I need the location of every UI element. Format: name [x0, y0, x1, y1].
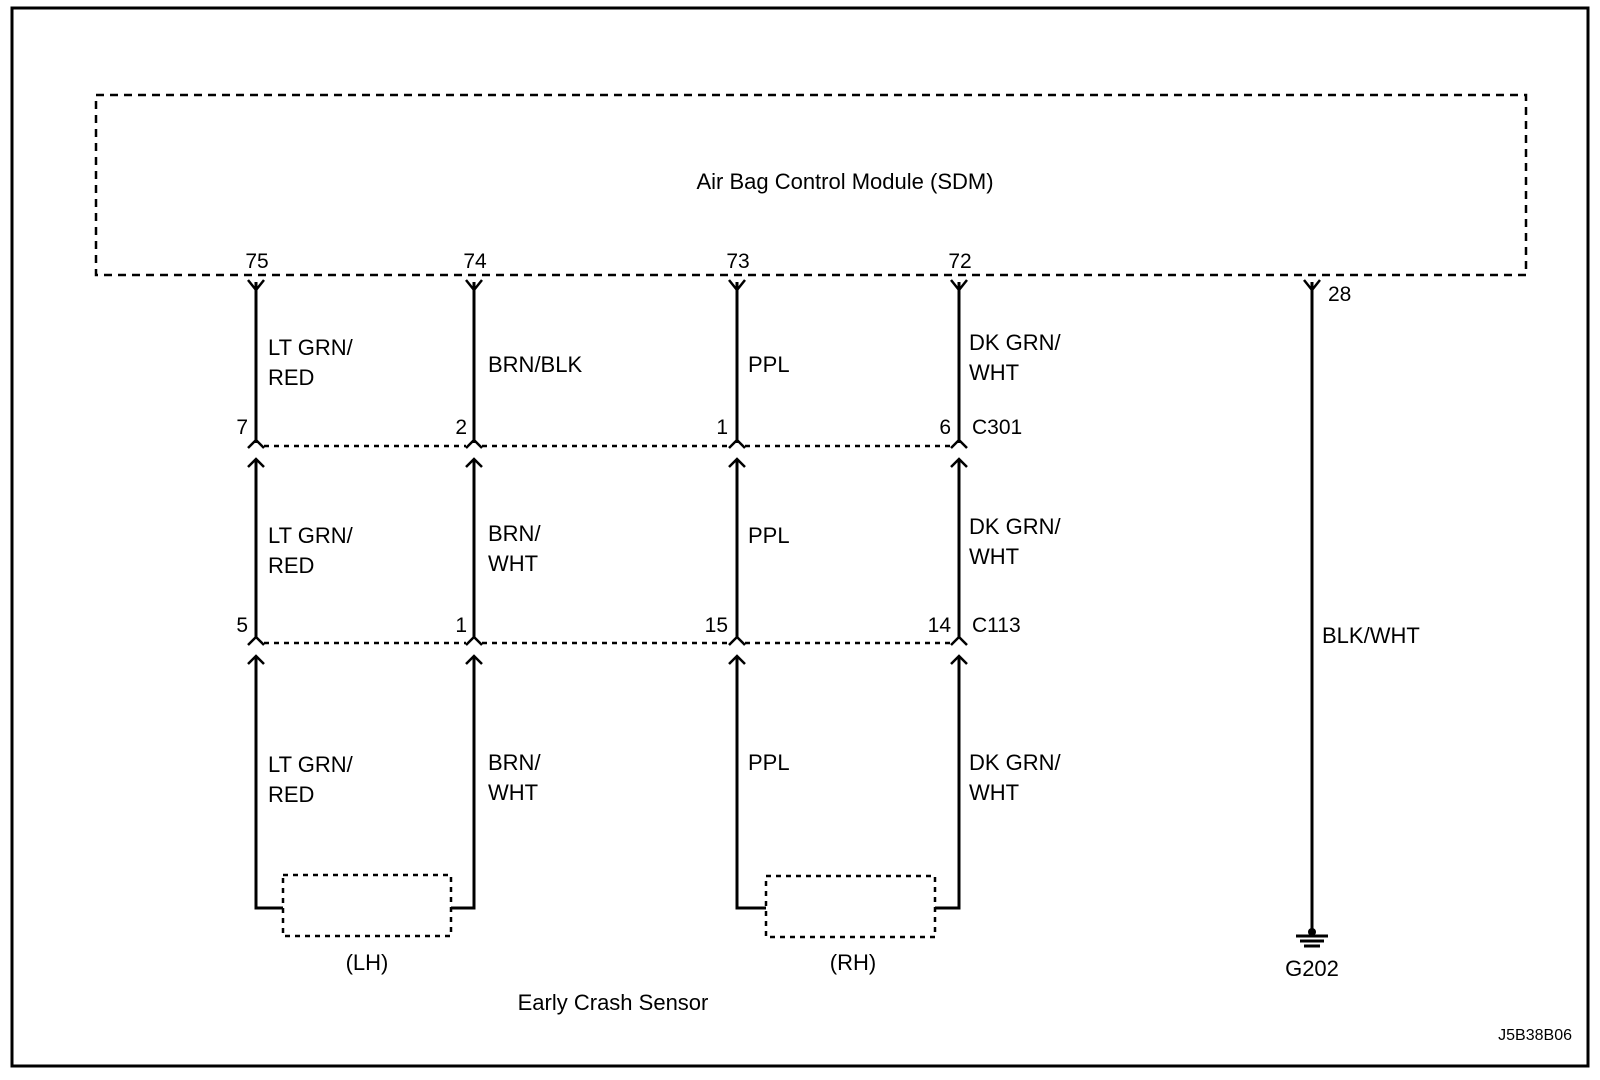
c113-pin-d: 14	[928, 614, 952, 637]
figure-id: J5B38B06	[1498, 1027, 1572, 1044]
ground-icon	[1296, 928, 1328, 948]
module-pin-72: 72	[948, 250, 971, 273]
module-pin-75: 75	[245, 250, 268, 273]
wire-2-mid-color: BRN/WHT	[488, 521, 541, 576]
wire-3-bottom	[735, 657, 766, 910]
c113-pin-a: 5	[236, 614, 248, 637]
module-pin-74: 74	[463, 250, 487, 273]
sdm-module-box	[94, 93, 1528, 277]
c301-pin-c: 1	[716, 416, 728, 439]
wire-2-top-color: BRN/BLK	[488, 352, 582, 377]
wire-1-bottom	[254, 657, 283, 910]
c301-pin-d: 6	[939, 416, 951, 439]
sensor-caption: Early Crash Sensor	[518, 990, 709, 1015]
wire-1-top-color: LT GRN/RED	[268, 335, 354, 390]
wire-4-top-color: DK GRN/WHT	[969, 330, 1062, 385]
wire-3-mid-color: PPL	[748, 523, 790, 548]
module-terminals	[247, 279, 1321, 293]
wire-2-bottom	[451, 657, 476, 910]
ground-label: G202	[1285, 956, 1339, 981]
sensor-rh-box	[764, 874, 937, 939]
sdm-module-title: Air Bag Control Module (SDM)	[696, 169, 993, 194]
c301-pin-a: 7	[236, 416, 248, 439]
connector-c301	[247, 438, 968, 468]
c113-pin-b: 1	[455, 614, 467, 637]
ground-wire-color: BLK/WHT	[1322, 623, 1420, 648]
c113-pin-c: 15	[705, 614, 728, 637]
c301-pin-b: 2	[455, 416, 467, 439]
sensor-lh-box	[281, 873, 453, 938]
wire-1-bottom-color: LT GRN/RED	[268, 752, 354, 807]
connector-c113	[247, 635, 968, 665]
wire-1-mid-color: LT GRN/RED	[268, 523, 354, 578]
c301-label: C301	[972, 416, 1022, 439]
wire-4-mid-color: DK GRN/WHT	[969, 514, 1062, 569]
diagram-frame	[10, 6, 1590, 1068]
sensor-rh-label: (RH)	[830, 950, 876, 975]
wire-4-bottom	[935, 657, 961, 910]
wire-3-top-color: PPL	[748, 352, 790, 377]
module-pin-28: 28	[1328, 283, 1351, 306]
wire-3-bottom-color: PPL	[748, 750, 790, 775]
wire-4-bottom-color: DK GRN/WHT	[969, 750, 1062, 805]
wire-2-bottom-color: BRN/WHT	[488, 750, 541, 805]
c113-label: C113	[972, 614, 1021, 637]
module-pin-73: 73	[726, 250, 749, 273]
sensor-lh-label: (LH)	[346, 950, 389, 975]
